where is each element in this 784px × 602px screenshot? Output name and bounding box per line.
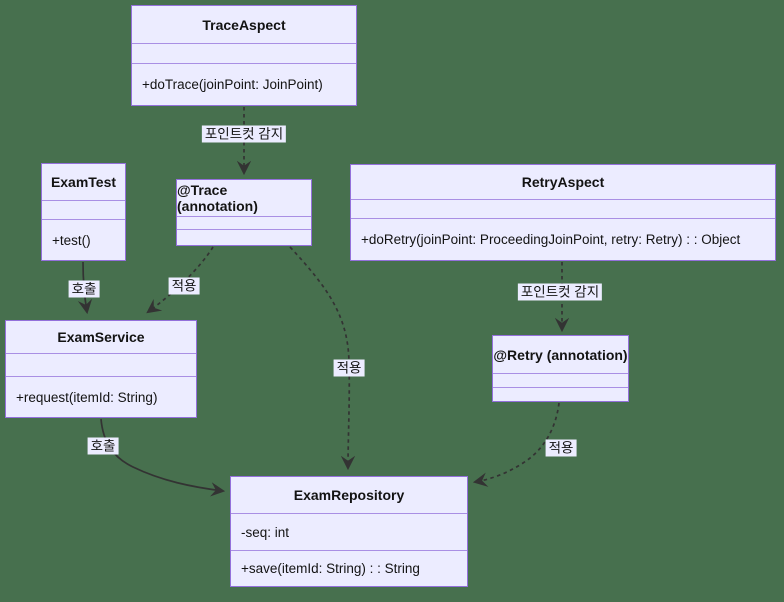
class-title: RetryAspect	[351, 165, 775, 200]
edge-label-apply-left: 적용	[168, 277, 200, 295]
class-box-examrepository: ExamRepository -seq: int +save(itemId: S…	[230, 476, 468, 587]
class-methods: +doRetry(joinPoint: ProceedingJoinPoint,…	[351, 219, 775, 260]
class-box-retryaspect: RetryAspect +doRetry(joinPoint: Proceedi…	[350, 164, 776, 261]
edge-label-call-bottom: 호출	[87, 437, 119, 455]
method-label: +test()	[52, 232, 91, 248]
edge-retry-examrepository	[472, 402, 560, 487]
class-title: @Retry (annotation)	[493, 336, 628, 374]
attribute-label: -seq: int	[241, 524, 290, 540]
class-attributes	[351, 200, 775, 219]
class-attributes	[177, 217, 311, 230]
class-methods	[493, 388, 628, 401]
class-methods: +save(itemId: String) : : String	[231, 551, 467, 586]
method-label: +request(itemId: String)	[16, 389, 158, 405]
class-attributes: -seq: int	[231, 514, 467, 551]
class-attributes	[132, 44, 356, 64]
edge-examservice-examrepository	[100, 418, 226, 497]
class-title: ExamService	[6, 321, 196, 354]
class-title: TraceAspect	[132, 6, 356, 44]
edge-label-pointcut-detect-right: 포인트컷 감지	[517, 283, 603, 301]
method-label: +save(itemId: String) : : String	[241, 561, 420, 576]
class-methods: +doTrace(joinPoint: JoinPoint)	[132, 64, 356, 105]
edge-label-apply-middle: 적용	[333, 359, 365, 377]
class-box-examtest: ExamTest +test()	[41, 163, 126, 261]
edge-label-apply-right: 적용	[545, 439, 577, 457]
edge-trace-examrepository	[289, 246, 356, 471]
class-attributes	[42, 201, 125, 220]
edge-label-pointcut-detect-left: 포인트컷 감지	[201, 125, 287, 143]
edge-label-call-left: 호출	[68, 280, 100, 298]
class-methods: +request(itemId: String)	[6, 377, 196, 417]
class-box-trace-annotation: @Trace (annotation)	[176, 179, 312, 246]
class-attributes	[6, 354, 196, 377]
class-title: ExamRepository	[231, 477, 467, 514]
class-box-traceaspect: TraceAspect +doTrace(joinPoint: JoinPoin…	[131, 5, 357, 106]
class-attributes	[493, 374, 628, 388]
class-title: @Trace (annotation)	[177, 180, 311, 217]
class-methods: +test()	[42, 220, 125, 260]
class-title: ExamTest	[42, 164, 125, 201]
method-label: +doRetry(joinPoint: ProceedingJoinPoint,…	[361, 232, 741, 247]
method-label: +doTrace(joinPoint: JoinPoint)	[142, 77, 323, 92]
class-box-examservice: ExamService +request(itemId: String)	[5, 320, 197, 418]
class-box-retry-annotation: @Retry (annotation)	[492, 335, 629, 402]
class-methods	[177, 230, 311, 245]
